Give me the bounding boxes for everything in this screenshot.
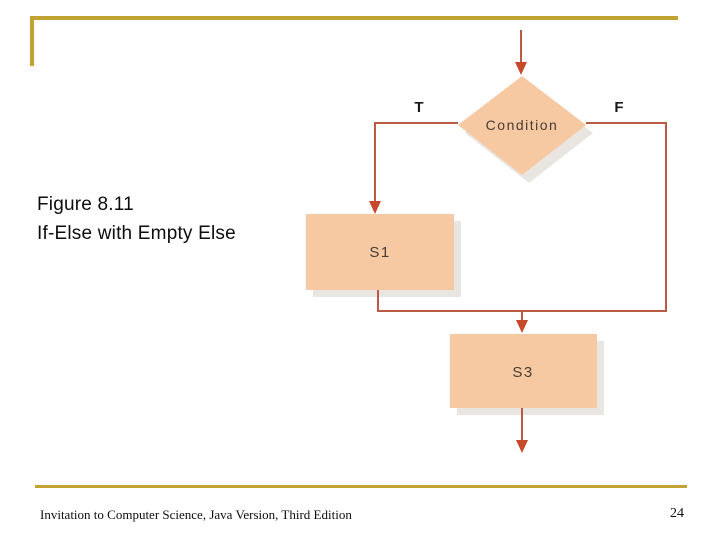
- s3-label: S3: [512, 364, 533, 381]
- true-branch-label: T: [414, 99, 423, 116]
- title-block: Figure 8.11 If-Else with Empty Else: [37, 190, 236, 248]
- false-branch-label: F: [614, 99, 623, 116]
- s1-box: [306, 214, 454, 290]
- footer-rule: [35, 485, 687, 488]
- header-rule: [30, 16, 678, 20]
- true-branch-arrowhead-icon: [369, 201, 381, 214]
- join-arrowhead-icon: [516, 320, 528, 333]
- false-branch-and-join-line: [377, 122, 667, 312]
- header-rule-corner: [30, 16, 34, 66]
- figure-caption: If-Else with Empty Else: [37, 223, 236, 244]
- true-branch-line: [374, 122, 458, 203]
- s1-label: S1: [369, 244, 390, 261]
- s3-box: [450, 334, 597, 408]
- page-number: 24: [670, 506, 684, 521]
- entry-arrowhead-icon: [515, 62, 527, 75]
- figure-number: Figure 8.11: [37, 194, 134, 215]
- condition-diamond: [458, 76, 586, 175]
- exit-arrowhead-icon: [516, 440, 528, 453]
- condition-label: Condition: [486, 117, 559, 133]
- footer-text: Invitation to Computer Science, Java Ver…: [40, 507, 352, 522]
